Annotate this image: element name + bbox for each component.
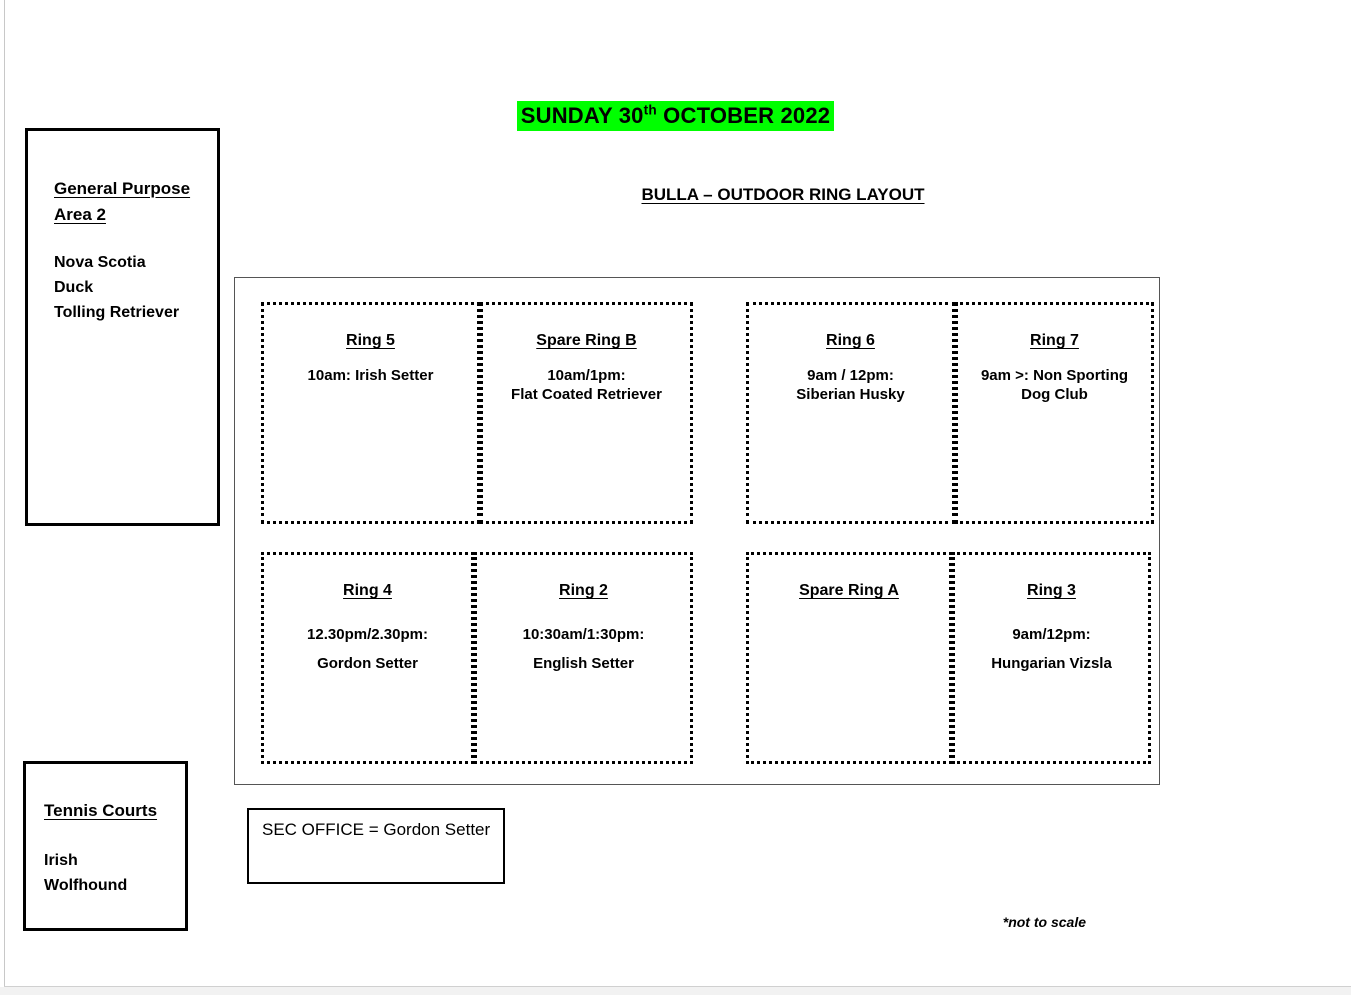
ring-4-label: Ring 4 [343,582,392,599]
ring-row-top: Ring 5 10am: Irish Setter Spare Ring B 1… [235,302,1161,524]
gp-body-line-2: Duck [54,279,94,296]
ring-6-detail-line-2: Siberian Husky [796,386,905,403]
ring-cell-ring-2[interactable]: Ring 2 10:30am/1:30pm: English Setter [474,552,693,764]
page-title-highlight: SUNDAY 30th OCTOBER 2022 [516,101,835,131]
page-title-month-year: OCTOBER 2022 [656,103,831,128]
ring-3-detail-line-1: 9am/12pm: [1012,626,1091,643]
ring-group-bottom-left: Ring 4 12.30pm/2.30pm: Gordon Setter Rin… [261,552,693,764]
ring-2-label: Ring 2 [559,582,608,599]
ring-6-label: Ring 6 [826,332,875,349]
spare-ring-b-detail-line-1: 10am/1pm: [547,367,626,384]
ring-2-detail-line-2: English Setter [533,655,634,672]
ring-cell-ring-5[interactable]: Ring 5 10am: Irish Setter [261,302,480,524]
ring-2-detail: 10:30am/1:30pm: English Setter [477,620,690,678]
ring-cell-spare-ring-b[interactable]: Spare Ring B 10am/1pm: Flat Coated Retri… [480,302,693,524]
general-purpose-area-2-title: General Purpose Area 2 [54,176,217,228]
general-purpose-area-2-body: Nova Scotia Duck Tolling Retriever [54,250,217,325]
not-to-scale-footnote: *not to scale [1002,914,1086,930]
ring-6-detail: 9am / 12pm: Siberian Husky [749,366,952,404]
spare-ring-b-detail: 10am/1pm: Flat Coated Retriever [483,366,690,404]
ring-3-label: Ring 3 [1027,582,1076,599]
page-shade-bottom [0,987,1351,995]
ring-5-detail: 10am: Irish Setter [264,366,477,385]
gp-body-line-1: Nova Scotia [54,254,146,271]
tennis-courts-box: Tennis Courts Irish Wolfhound [23,761,188,931]
ring-cell-ring-3[interactable]: Ring 3 9am/12pm: Hungarian Vizsla [952,552,1151,764]
sec-office-text: SEC OFFICE = Gordon Setter [262,820,491,839]
ring-cell-ring-4[interactable]: Ring 4 12.30pm/2.30pm: Gordon Setter [261,552,474,764]
ring-4-detail-line-1: 12.30pm/2.30pm: [307,626,428,643]
page-title-date: SUNDAY 30 [520,103,644,128]
page-title: SUNDAY 30th OCTOBER 2022 [0,101,1351,131]
ring-3-detail: 9am/12pm: Hungarian Vizsla [955,620,1148,678]
ring-7-detail: 9am >: Non Sporting Dog Club [958,366,1151,404]
ring-cell-ring-7[interactable]: Ring 7 9am >: Non Sporting Dog Club [955,302,1154,524]
page-subtitle-text: BULLA – OUTDOOR RING LAYOUT [641,185,925,204]
page-subtitle: BULLA – OUTDOOR RING LAYOUT [0,185,1351,205]
gp-body-line-3: Tolling Retriever [54,304,180,321]
ring-group-bottom-right: Spare Ring A Ring 3 9am/12pm: Hungarian … [746,552,1151,764]
ring-4-detail-line-2: Gordon Setter [317,655,418,672]
ring-2-detail-line-1: 10:30am/1:30pm: [522,626,645,643]
spare-ring-a-label: Spare Ring A [799,582,899,599]
page-edge-left [4,0,5,987]
ring-7-detail-line-1: 9am >: Non Sporting [980,367,1129,384]
ring-5-label: Ring 5 [346,332,395,349]
tennis-body-line-2: Wolfhound [44,877,128,894]
page-title-ordinal-suffix: th [643,102,657,118]
tennis-courts-body: Irish Wolfhound [44,848,185,898]
ring-3-detail-line-2: Hungarian Vizsla [991,655,1112,672]
spare-ring-b-label: Spare Ring B [536,332,637,349]
ring-row-bottom: Ring 4 12.30pm/2.30pm: Gordon Setter Rin… [235,552,1161,764]
tennis-courts-title: Tennis Courts [44,801,158,820]
ring-cell-spare-ring-a[interactable]: Spare Ring A [746,552,952,764]
gp-title-line-1: General Purpose [54,179,191,198]
ring-group-top-right: Ring 6 9am / 12pm: Siberian Husky Ring 7… [746,302,1154,524]
general-purpose-area-2-box: General Purpose Area 2 Nova Scotia Duck … [25,128,220,526]
sec-office-box: SEC OFFICE = Gordon Setter [247,808,505,884]
ring-cell-ring-6[interactable]: Ring 6 9am / 12pm: Siberian Husky [746,302,955,524]
ring-4-detail: 12.30pm/2.30pm: Gordon Setter [264,620,471,678]
spare-ring-b-detail-line-2: Flat Coated Retriever [511,386,662,403]
ring-group-top-left: Ring 5 10am: Irish Setter Spare Ring B 1… [261,302,693,524]
ring-7-label: Ring 7 [1030,332,1079,349]
page-edge-bottom [4,986,1351,987]
ring-6-detail-line-1: 9am / 12pm: [807,367,894,384]
ring-7-detail-line-2: Dog Club [1021,386,1088,403]
outdoor-ring-layout-container: Ring 5 10am: Irish Setter Spare Ring B 1… [234,277,1160,785]
tennis-body-line-1: Irish [44,852,78,869]
gp-title-line-2: Area 2 [54,205,106,224]
ring-5-detail-line-1: 10am: Irish Setter [307,367,434,384]
